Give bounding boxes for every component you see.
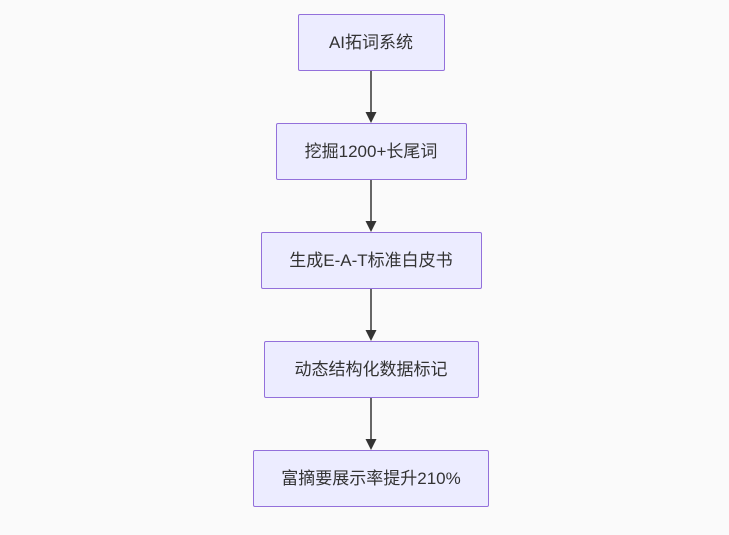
node-label: 生成E-A-T标准白皮书: [289, 251, 453, 270]
arrow-down-icon: [365, 71, 377, 123]
arrow-down-icon: [365, 289, 377, 341]
node-label: 动态结构化数据标记: [294, 360, 448, 379]
flow-node-ai-keyword-system: AI拓词系统: [297, 14, 445, 71]
flow-node-longtail-mining: 挖掘1200+长尾词: [275, 123, 467, 180]
flow-node-rich-snippet-result: 富摘要展示率提升210%: [253, 450, 489, 507]
flowchart: AI拓词系统 挖掘1200+长尾词 生成E-A-T标准白皮书 动态结构化数据标记: [253, 14, 489, 507]
node-label: 挖掘1200+长尾词: [304, 142, 438, 161]
node-label: AI拓词系统: [328, 33, 414, 52]
arrow-down-icon: [365, 180, 377, 232]
node-label: 富摘要展示率提升210%: [281, 469, 461, 488]
flow-node-structured-data-markup: 动态结构化数据标记: [263, 341, 479, 398]
arrow-down-icon: [365, 398, 377, 450]
flow-node-eat-whitepaper: 生成E-A-T标准白皮书: [260, 232, 482, 289]
